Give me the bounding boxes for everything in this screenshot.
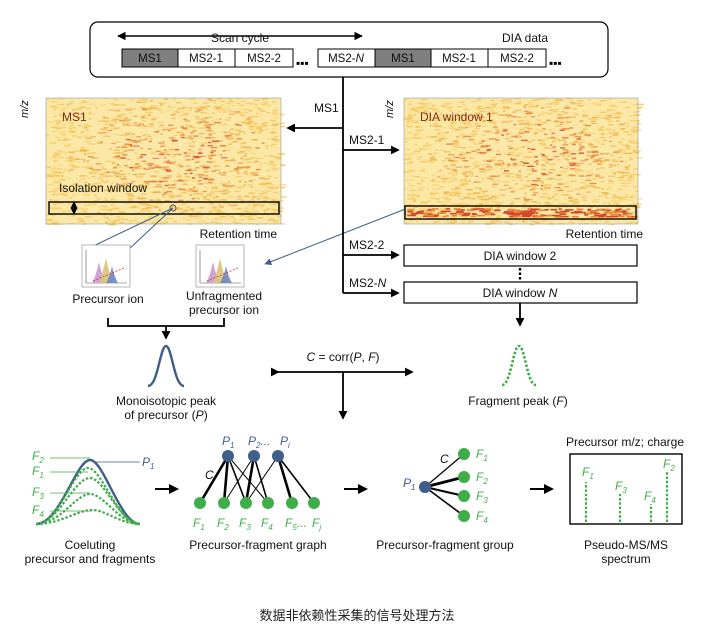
- isolation-window-box: [48, 201, 280, 215]
- graph-f2: F2: [217, 516, 229, 532]
- spec-f1: F1: [582, 465, 594, 481]
- group-f2: F2: [476, 470, 488, 486]
- scan-ellipsis-1: ▪▪▪: [296, 56, 309, 70]
- coel-p1: P1: [142, 455, 154, 471]
- unfragmented-label-2: precursor ion: [189, 303, 259, 317]
- graph-fj: Fj: [312, 516, 321, 532]
- dia-window-heatmap-panel: m/z DIA window 1 Retention time: [384, 97, 645, 241]
- dia-figure: Scan cycle DIA data MS1 MS2-1 MS2-2 ▪▪▪ …: [19, 21, 684, 566]
- coeluting-plot: [35, 457, 141, 526]
- branch-ms2-n: MS2-N: [349, 276, 387, 290]
- coel-f2: F2: [32, 449, 44, 465]
- fragment-peak-label: Fragment peak (F): [468, 394, 567, 408]
- graph-f5: F5...: [285, 516, 307, 532]
- precursor-mz-label: Precursor m/z; charge: [566, 435, 684, 449]
- dia-window-1-box: [404, 205, 637, 220]
- branch-ms2-2: MS2-2: [349, 238, 385, 252]
- ms1-title: MS1: [62, 110, 87, 124]
- dia-title: DIA window 1: [420, 110, 493, 124]
- precursor-fragment-graph: [194, 450, 320, 509]
- graph-pi: Pi: [280, 434, 290, 450]
- monoisotopic-peak: [147, 344, 185, 388]
- pseudo-spectrum: [569, 453, 683, 525]
- ms1-heatmap-panel: m/z MS1 Isolation window Retention time: [19, 97, 287, 241]
- branch-ms2-1: MS2-1: [349, 133, 385, 147]
- precursor-ion-label: Precursor ion: [72, 292, 143, 306]
- fragment-peak: [501, 344, 537, 387]
- graph-f4: F4: [261, 516, 273, 532]
- scan-cycle-panel: Scan cycle DIA data MS1 MS2-1 MS2-2 ▪▪▪ …: [89, 21, 609, 78]
- group-f1: F1: [476, 447, 488, 463]
- graph-p2: P2...: [248, 434, 270, 450]
- graph-p1: P1: [222, 434, 234, 450]
- pseudo-label-1: Pseudo-MS/MS: [584, 538, 668, 552]
- coel-f3: F3: [32, 485, 44, 501]
- coel-f1: F1: [32, 464, 44, 480]
- precursor-ion-inset: [81, 244, 131, 288]
- coel-f4: F4: [32, 503, 44, 519]
- graph-f1: F1: [193, 516, 205, 532]
- mono-label-1: Monoisotopic peak: [116, 394, 217, 408]
- scan-cell-text-3: MS2-N: [328, 53, 364, 65]
- figure-caption: 数据非依赖性采集的信号处理方法: [259, 609, 455, 624]
- ms1-heatmap: [46, 98, 287, 226]
- coeluting-label-2: precursor and fragments: [25, 552, 156, 566]
- unfragmented-ion-inset: [195, 244, 245, 288]
- correlation-formula: C = corr(P, F): [306, 350, 379, 364]
- graph-c: C: [205, 468, 214, 482]
- scan-cell-text-1: MS2-1: [189, 53, 223, 65]
- unfragmented-label-1: Unfragmented: [186, 289, 262, 303]
- graph-f3: F3: [239, 516, 251, 532]
- group-label: Precursor-fragment group: [376, 538, 514, 552]
- scan-ellipsis-2: ▪▪▪: [549, 56, 562, 70]
- group-p1: P1: [403, 476, 415, 492]
- scan-cell-text-4: MS1: [391, 53, 415, 65]
- group-f4: F4: [476, 509, 488, 525]
- coeluting-label-1: Coeluting: [65, 538, 116, 552]
- dia-window-2-box: [403, 244, 638, 267]
- dia-window-2-label: DIA window 2: [484, 249, 557, 263]
- mono-label-2: of precursor (P): [124, 408, 207, 422]
- dia-mz-axis: m/z: [384, 100, 396, 118]
- graph-label: Precursor-fragment graph: [189, 538, 326, 552]
- group-c: C: [440, 452, 449, 466]
- branching-tree: MS1 MS2-1 MS2-2 MS2-N: [286, 77, 400, 298]
- ms1-retention-axis: Retention time: [200, 227, 278, 241]
- ms1-mz-axis: m/z: [19, 100, 31, 118]
- group-f3: F3: [476, 489, 488, 505]
- dia-retention-axis: Retention time: [566, 227, 644, 241]
- scan-cell-text-5: MS2-1: [442, 53, 476, 65]
- branch-ms1: MS1: [314, 101, 339, 115]
- scan-cycle-label: Scan cycle: [211, 31, 269, 45]
- isolation-window-label: Isolation window: [59, 181, 147, 195]
- dia-data-label: DIA data: [502, 31, 548, 45]
- dia-heatmap: [404, 98, 645, 226]
- dia-window-n-label: DIA window N: [483, 286, 558, 300]
- scan-cell-text-2: MS2-2: [247, 53, 281, 65]
- scan-cell-text-6: MS2-2: [500, 53, 534, 65]
- scan-cell-text-0: MS1: [138, 53, 162, 65]
- precursor-fragment-group: [419, 448, 470, 522]
- pseudo-label-2: spectrum: [601, 552, 650, 566]
